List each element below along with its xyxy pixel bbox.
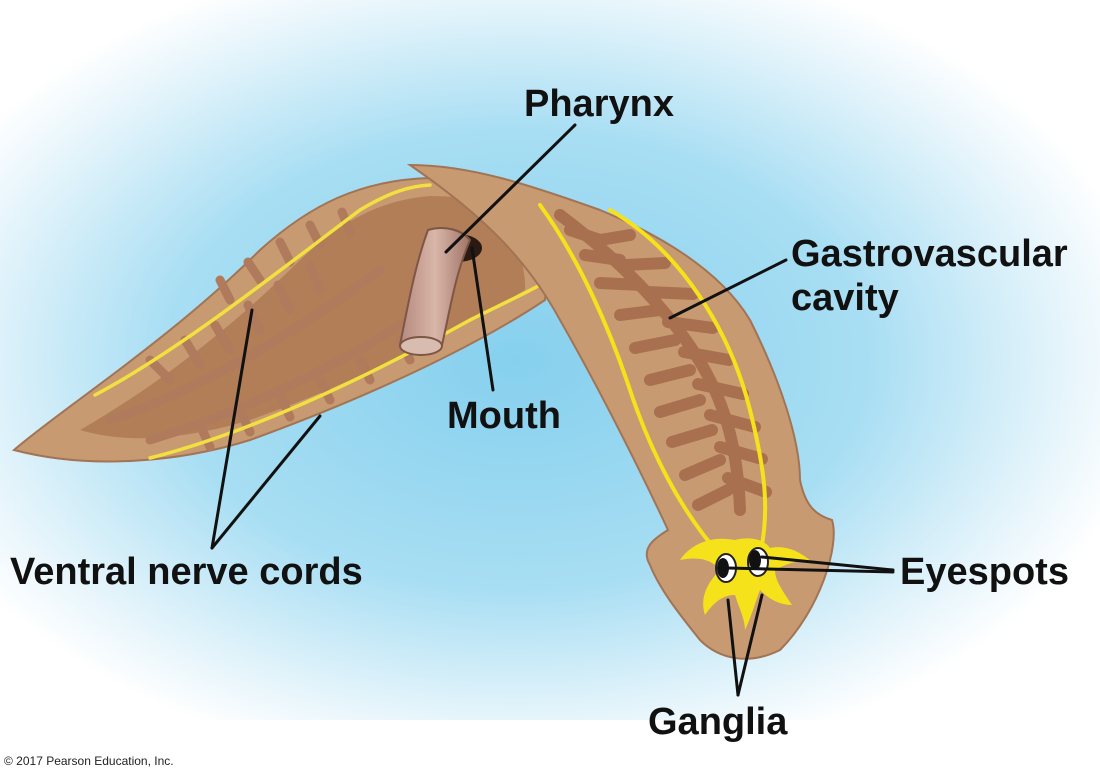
label-mouth: Mouth	[447, 395, 561, 437]
worm-body-right-half	[406, 163, 835, 660]
leader-lines	[210, 123, 895, 697]
label-gastrovascular-line1: Gastrovascular	[791, 233, 1068, 275]
worm-body-left-inner	[80, 196, 526, 439]
copyright-notice: © 2017 Pearson Education, Inc.	[4, 754, 174, 768]
label-gastrovascular-cavity: Gastrovascular cavity	[791, 232, 1068, 320]
label-pharynx: Pharynx	[524, 83, 674, 125]
ganglia	[680, 538, 812, 630]
label-gastrovascular-line2: cavity	[791, 277, 899, 319]
ventral-nerve-cords-right	[538, 203, 768, 557]
pharynx-opening	[399, 336, 443, 356]
gastrovascular-branches-left	[105, 207, 445, 452]
label-eyespots: Eyespots	[900, 551, 1069, 593]
label-ventral-nerve-cords: Ventral nerve cords	[10, 551, 363, 593]
gastrovascular-branches-right	[554, 209, 772, 516]
label-ganglia: Ganglia	[648, 701, 788, 743]
